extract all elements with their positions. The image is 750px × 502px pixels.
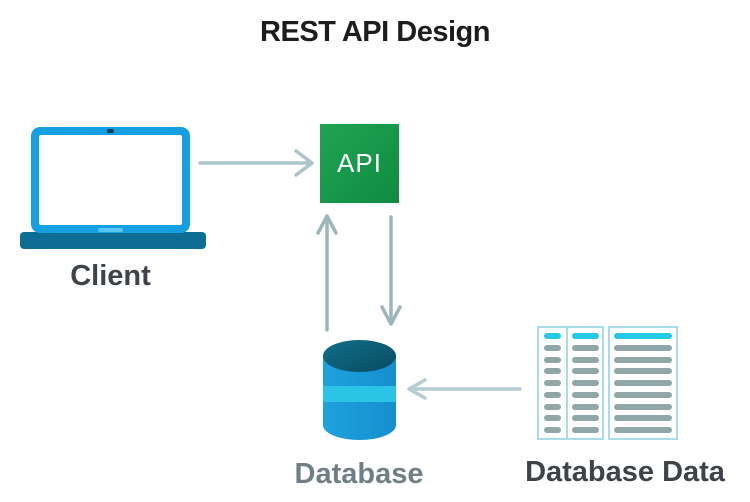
arrow-database-to-api-icon: [316, 214, 338, 332]
table-pill: [544, 427, 561, 433]
api-label: API: [337, 148, 382, 178]
table-pill: [544, 356, 561, 363]
table-pill: [544, 415, 561, 422]
table-pill: [614, 403, 672, 410]
table-pill: [571, 344, 599, 351]
database-cylinder-icon: [323, 340, 396, 440]
database-label: Database: [294, 458, 424, 490]
table-panel-left: [537, 326, 604, 440]
table-pill: [614, 380, 672, 386]
table-pill: [544, 344, 561, 351]
database-data-table-icon: [537, 326, 678, 440]
api-box: API: [320, 124, 399, 203]
table-pill: [544, 380, 561, 386]
page-title: REST API Design: [260, 16, 490, 48]
table-pill: [544, 391, 561, 398]
laptop-icon: [31, 127, 190, 233]
table-column: [566, 328, 602, 438]
database-data-label: Database Data: [525, 456, 725, 488]
table-pill: [571, 368, 599, 375]
table-pill: [614, 427, 672, 433]
table-pill: [614, 415, 672, 422]
table-column: [539, 328, 566, 438]
arrow-api-to-database-icon: [380, 215, 402, 326]
table-panel-right: [608, 326, 678, 440]
laptop-base: [20, 232, 206, 249]
table-pill: [614, 333, 672, 339]
arrow-client-to-api-icon: [198, 149, 314, 177]
table-pill: [544, 333, 561, 339]
table-pill: [571, 380, 599, 386]
table-pill: [614, 344, 672, 351]
table-pill: [614, 391, 672, 398]
arrow-data-to-database-icon: [407, 378, 522, 400]
laptop-notch: [98, 228, 123, 232]
table-pill: [571, 333, 599, 339]
laptop-display: [39, 135, 182, 225]
table-pill: [571, 403, 599, 410]
laptop-camera-dot: [107, 129, 114, 133]
table-pill: [571, 415, 599, 422]
table-pill: [544, 403, 561, 410]
table-pill: [614, 368, 672, 375]
table-pill: [544, 368, 561, 375]
client-label: Client: [70, 260, 151, 292]
table-pill: [571, 356, 599, 363]
table-pill: [571, 391, 599, 398]
table-pill: [571, 427, 599, 433]
table-pill: [614, 356, 672, 363]
table-column: [610, 328, 676, 438]
